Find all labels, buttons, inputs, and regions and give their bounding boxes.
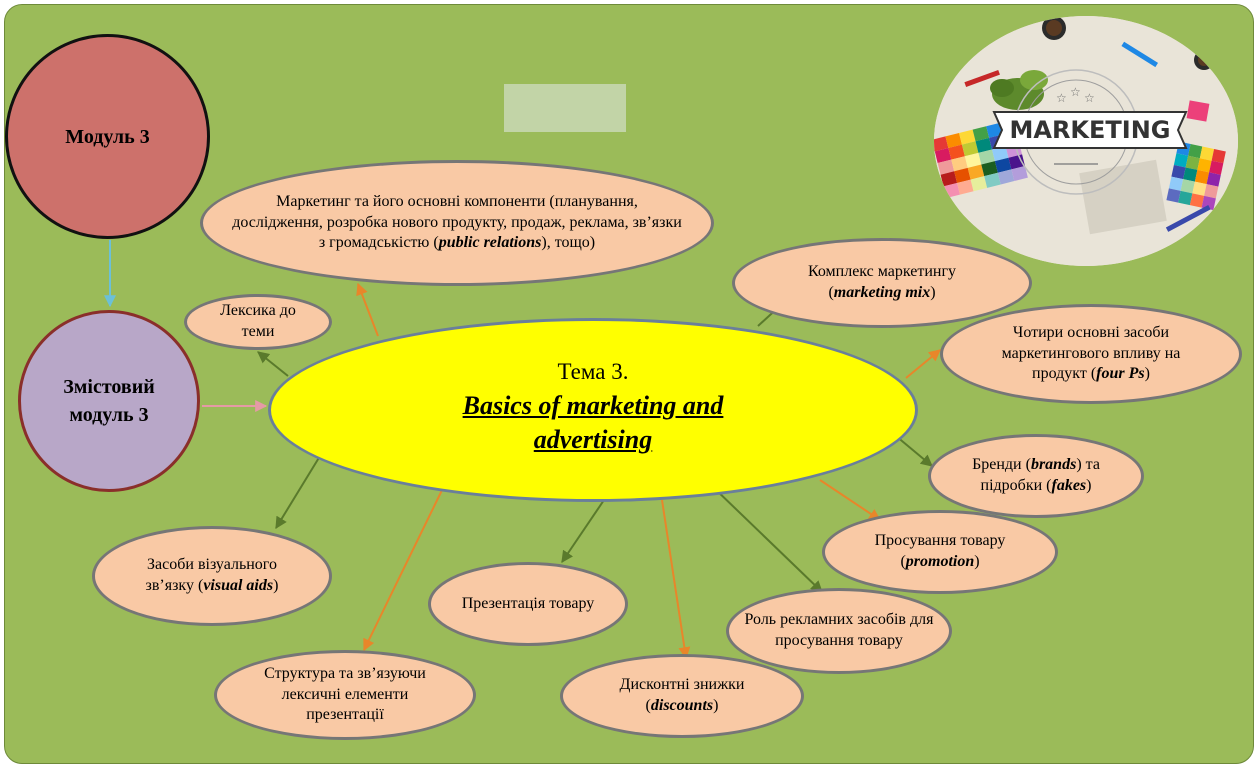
visual-aids-term: visual aids bbox=[203, 577, 274, 594]
presentation-structure-text: Структура та зв’язуючи лексичні елементи… bbox=[264, 664, 426, 724]
blank-rectangle bbox=[504, 84, 626, 132]
svg-text:☆: ☆ bbox=[1070, 85, 1081, 99]
marketing-mix-term: marketing mix bbox=[833, 284, 931, 301]
marketing-photo: ☆ ☆ ☆ MARKETING bbox=[934, 16, 1238, 266]
brands-text: Бренди ( bbox=[972, 456, 1031, 474]
branch-marketing-mix: Комплекс маркетингу (marketing mix) bbox=[732, 238, 1032, 328]
marketing-components-text: Маркетинг та його основні компоненти (пл… bbox=[232, 192, 682, 252]
module-node: Модуль 3 bbox=[5, 34, 210, 239]
branch-discounts: Дисконтні знижки (discounts) bbox=[560, 654, 804, 738]
promotion-text: Просування товару ( bbox=[874, 532, 1006, 570]
topic-node: Тема 3. Basics of marketing and advertis… bbox=[268, 318, 918, 502]
svg-text:☆: ☆ bbox=[1084, 91, 1095, 105]
branch-brands-fakes: Бренди (brands) та підробки (fakes) bbox=[928, 434, 1144, 518]
marketing-mix-text: Комплекс маркетингу ( bbox=[807, 263, 957, 301]
vocabulary-text: Лексика до теми bbox=[220, 302, 296, 340]
branch-promotion: Просування товару (promotion) bbox=[822, 510, 1058, 594]
marketing-mix-after: ) bbox=[930, 284, 936, 301]
promotion-after: ) bbox=[974, 553, 980, 570]
advertising-role-text: Роль рекламних засобів для просування то… bbox=[744, 611, 934, 649]
presentation-text: Презентація товару bbox=[461, 594, 595, 612]
brands-middle: ) та підробки ( bbox=[980, 456, 1100, 494]
topic-number: Тема 3. bbox=[557, 359, 629, 385]
marketing-components-after: ), тощо) bbox=[541, 234, 596, 252]
branch-vocabulary: Лексика до теми bbox=[184, 294, 332, 350]
promotion-term: promotion bbox=[905, 553, 975, 570]
four-ps-after: ) bbox=[1144, 365, 1150, 383]
module-label: Модуль 3 bbox=[65, 125, 150, 148]
branch-advertising-role: Роль рекламних засобів для просування то… bbox=[726, 588, 952, 674]
svg-text:☆: ☆ bbox=[1056, 91, 1067, 105]
branch-presentation: Презентація товару bbox=[428, 562, 628, 646]
submodule-node: Змістовий модуль 3 bbox=[18, 310, 200, 492]
svg-text:MARKETING: MARKETING bbox=[1009, 116, 1170, 144]
branch-marketing-components: Маркетинг та його основні компоненти (пл… bbox=[200, 160, 714, 286]
fakes-term: fakes bbox=[1051, 477, 1087, 494]
brands-after: ) bbox=[1086, 477, 1092, 494]
branch-four-ps: Чотири основні засоби маркетингового впл… bbox=[940, 304, 1242, 404]
marketing-components-term: public relations bbox=[438, 234, 542, 252]
branch-visual-aids: Засоби візуального зв’язку (visual aids) bbox=[92, 526, 332, 626]
visual-aids-text: Засоби візуального зв’язку ( bbox=[145, 556, 277, 594]
four-ps-text: Чотири основні засоби маркетингового впл… bbox=[1001, 323, 1181, 383]
discounts-text: Дисконтні знижки ( bbox=[619, 676, 745, 714]
discounts-term: discounts bbox=[650, 697, 714, 714]
brands-term: brands bbox=[1030, 456, 1077, 474]
branch-presentation-structure: Структура та зв’язуючи лексичні елементи… bbox=[214, 650, 476, 740]
submodule-label: Змістовий модуль 3 bbox=[63, 376, 155, 426]
visual-aids-after: ) bbox=[273, 577, 279, 594]
discounts-after: ) bbox=[713, 697, 719, 714]
four-ps-term: four Ps bbox=[1096, 365, 1145, 383]
topic-title: Basics of marketing and advertising bbox=[462, 391, 724, 454]
